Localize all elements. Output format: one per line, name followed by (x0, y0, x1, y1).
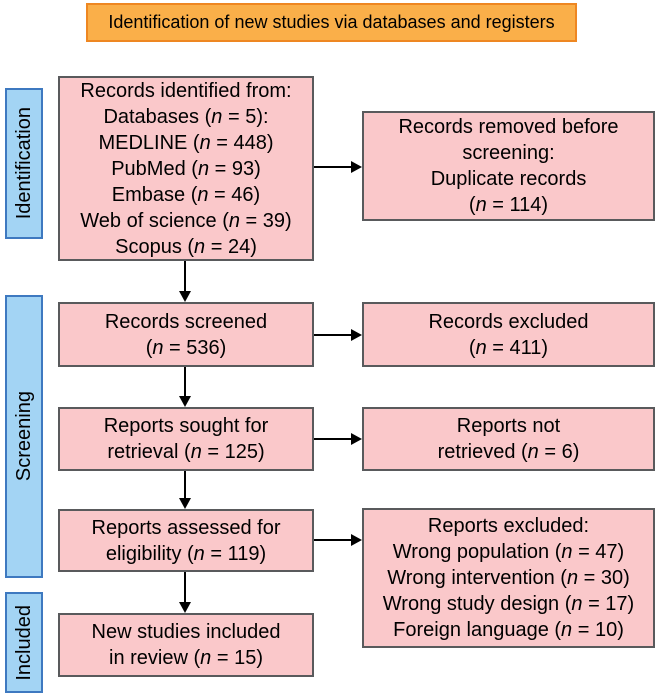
box-text-line: Duplicate records (430, 168, 587, 190)
box-text-line: in review (n = 15) (109, 647, 263, 669)
box-text-line: Scopus (n = 24) (115, 235, 257, 258)
italic-n-symbol: n (561, 541, 573, 563)
box-reports-assessed-for-eligibility: Reports assessed for eligibility (n = 119… (58, 509, 314, 572)
box-text-line: Reports excluded: (427, 515, 590, 537)
arrow-identified-to-screened (179, 261, 191, 302)
box-text-line: Reports sought for (103, 415, 269, 437)
box-text-line: Foreign language (n = 10) (393, 619, 624, 641)
box-text-line: MEDLINE (n = 448) (98, 131, 274, 154)
box-records-screened: Records screened (n = 536) (58, 302, 314, 367)
italic-n-symbol: n (566, 567, 579, 589)
italic-n-symbol: n (193, 542, 205, 565)
arrow-screened-to-sought (179, 367, 191, 407)
box-text-line: Records identified from: (80, 79, 292, 102)
box-text-line: Records excluded (428, 310, 589, 333)
box-reports-not-retrieved: Reports not retrieved (n = 6) (362, 407, 655, 471)
italic-n-symbol: n (211, 105, 223, 128)
italic-n-symbol: n (561, 619, 573, 641)
box-text-line: Wrong study design (n = 17) (382, 593, 635, 615)
box-text-line: Reports assessed for (91, 516, 281, 539)
arrow-assessed-to-reports-excluded (314, 534, 362, 546)
diagram-title: Identification of new studies via databa… (108, 12, 555, 32)
arrow-identified-to-removed (314, 161, 362, 173)
box-records-removed-before-screening: Records removed before screening: Duplicat… (362, 111, 655, 221)
box-text-line: Reports not (456, 415, 561, 437)
box-text-line: New studies included (91, 621, 281, 643)
italic-n-symbol: n (190, 441, 202, 463)
italic-n-symbol: n (197, 157, 210, 180)
box-reports-excluded: Reports excluded: Wrong population (n = 4… (362, 508, 655, 648)
box-text-line: Embase (n = 46) (111, 183, 261, 206)
arrow-screened-to-excluded (314, 329, 362, 341)
box-text-line: Wrong population (n = 47) (392, 541, 625, 563)
box-text-line: PubMed (n = 93) (111, 157, 261, 180)
box-text-line: Wrong intervention (n = 30) (387, 567, 630, 589)
box-text-line: (n = 536) (145, 336, 227, 359)
stage-label-included: Included (5, 592, 43, 693)
box-text-line: eligibility (n = 119) (105, 542, 267, 565)
stage-label-screening: Screening (5, 295, 43, 578)
italic-n-symbol: n (527, 441, 539, 463)
italic-n-symbol: n (200, 647, 212, 669)
box-text-line: Records removed before (398, 116, 619, 138)
box-text-line: (n = 114) (468, 194, 549, 216)
box-text-line: retrieval (n = 125) (107, 441, 265, 463)
stage-label-text: Screening (12, 391, 35, 482)
italic-n-symbol: n (475, 336, 487, 359)
stage-label-identification: Identification (5, 88, 43, 239)
stage-label-text: Identification (12, 107, 35, 220)
arrow-assessed-to-included (179, 572, 191, 613)
italic-n-symbol: n (228, 209, 240, 232)
box-text-line: (n = 411) (468, 336, 549, 359)
italic-n-symbol: n (152, 336, 164, 359)
box-text-line: retrieved (n = 6) (437, 441, 580, 463)
italic-n-symbol: n (571, 593, 583, 615)
arrow-sought-to-assessed (179, 471, 191, 509)
box-reports-sought-for-retrieval: Reports sought for retrieval (n = 125) (58, 407, 314, 471)
italic-n-symbol: n (199, 131, 211, 154)
arrow-sought-to-not-retrieved (314, 433, 362, 445)
italic-n-symbol: n (475, 194, 487, 216)
box-text-line: Web of science (n = 39) (80, 209, 292, 232)
box-new-studies-included: New studies included in review (n = 15) (58, 613, 314, 677)
box-records-excluded: Records excluded (n = 411) (362, 302, 655, 367)
italic-n-symbol: n (194, 235, 206, 258)
box-text-line: Databases (n = 5): (103, 105, 269, 128)
italic-n-symbol: n (197, 183, 209, 206)
diagram-title-banner: Identification of new studies via databa… (86, 3, 577, 42)
box-text-line: Records screened (104, 310, 268, 333)
box-records-identified: Records identified from: Databases (n = 5… (58, 76, 314, 261)
box-text-line: screening: (462, 142, 555, 164)
stage-label-text: Included (12, 604, 35, 681)
